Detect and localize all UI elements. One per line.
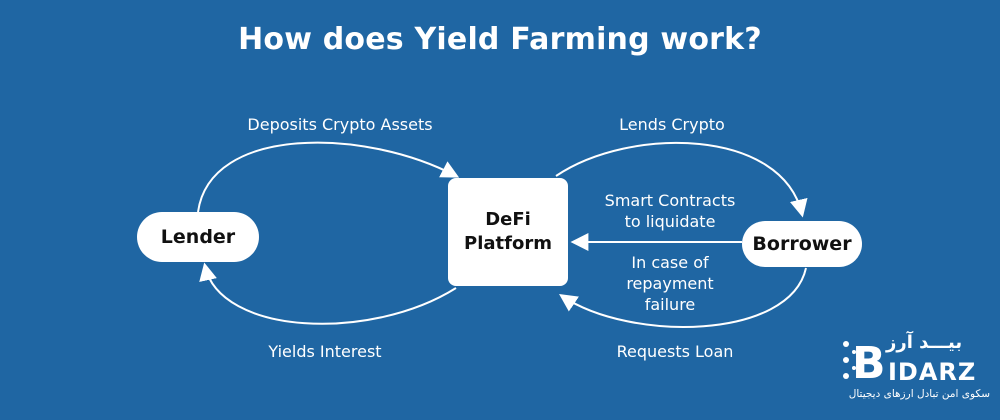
node-lender-label: Lender <box>160 226 236 248</box>
bidarz-logo-icon: B <box>843 338 886 384</box>
brand-name-fa: بیـــد آرز <box>886 332 963 353</box>
label-liquidate: Smart Contracts to liquidate <box>604 191 736 231</box>
diagram-title: How does Yield Farming work? <box>238 22 762 57</box>
node-defi-platform: DeFi Platform <box>448 178 568 286</box>
label-deposits: Deposits Crypto Assets <box>247 115 433 134</box>
node-lender: Lender <box>137 212 259 262</box>
brand-watermark: B بیـــد آرز IDARZ سکوی امن تبادل ارزهای… <box>836 332 992 412</box>
label-yields: Yields Interest <box>268 342 382 361</box>
arrow-deposits <box>197 141 460 213</box>
node-platform-line1: DeFi <box>485 209 531 230</box>
label-lends: Lends Crypto <box>619 115 725 134</box>
arrow-requests <box>559 267 807 328</box>
node-borrower: Borrower <box>742 221 862 267</box>
label-repayment: In case of repayment failure <box>626 253 714 314</box>
label-requests: Requests Loan <box>616 342 734 361</box>
brand-name-en: IDARZ <box>888 358 977 386</box>
brand-tagline: سکوی امن تبادل ارزهای دیجیتال <box>848 388 990 400</box>
arrow-yields <box>199 262 457 325</box>
brand-logo-letter: B <box>852 338 886 384</box>
node-platform-line2: Platform <box>464 233 552 254</box>
arrow-lends <box>555 141 808 218</box>
node-borrower-label: Borrower <box>752 233 852 255</box>
